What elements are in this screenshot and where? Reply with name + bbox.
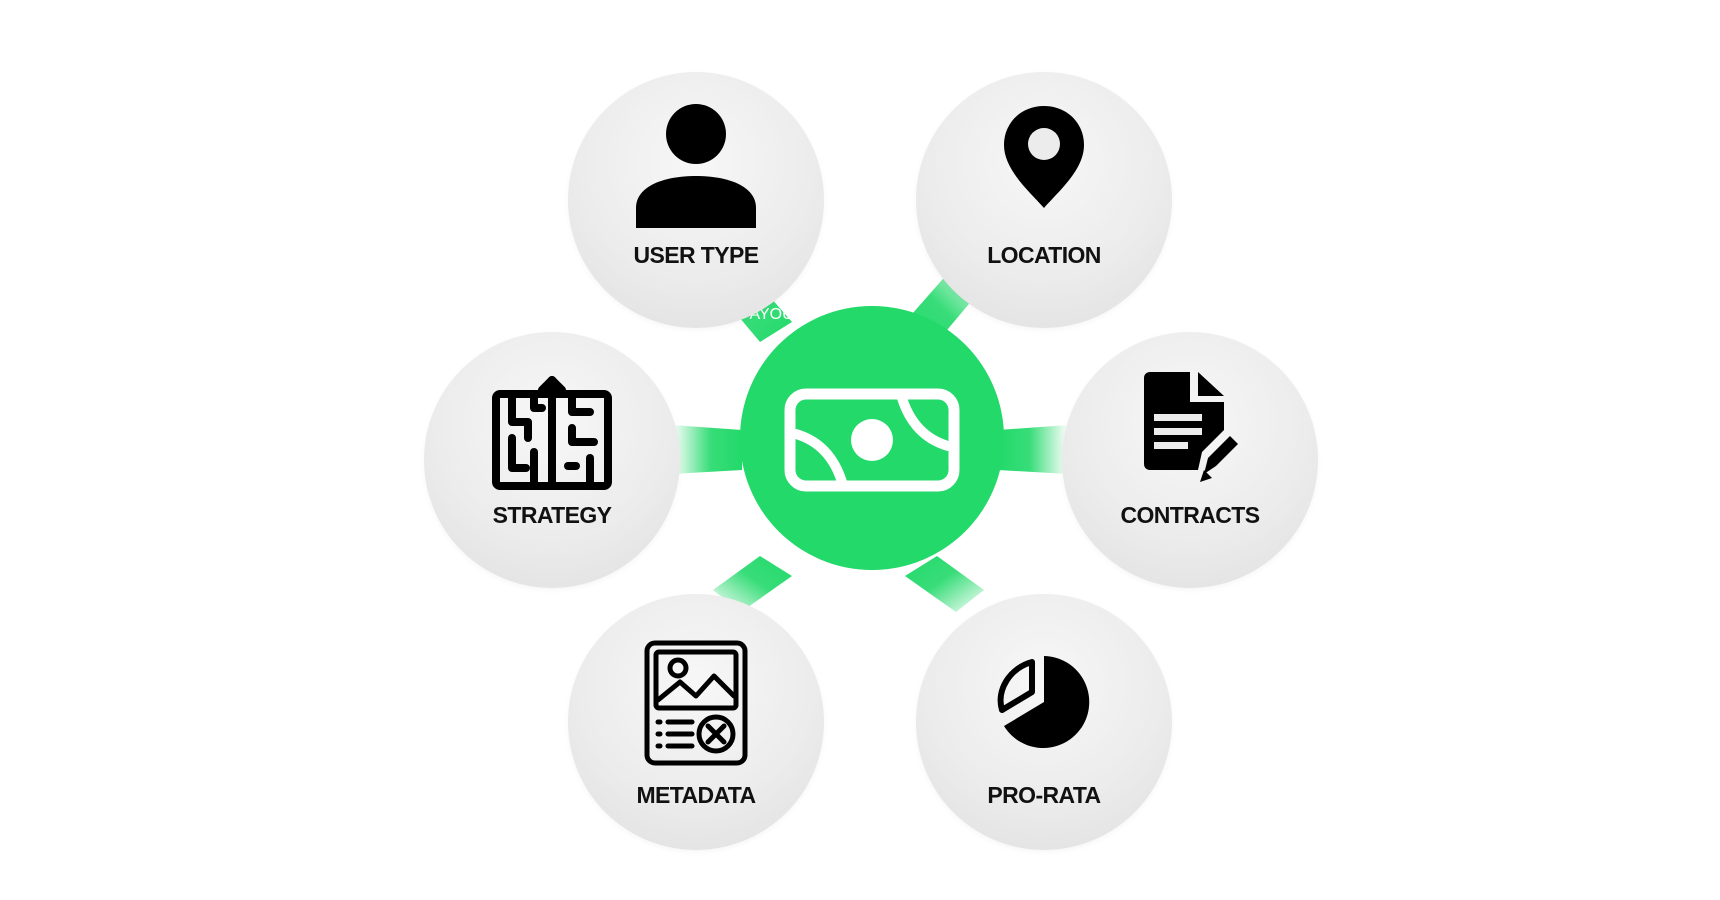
maze-arrow-icon — [492, 376, 612, 490]
connector-contracts — [998, 425, 1068, 474]
node-metadata: METADATA — [568, 594, 824, 850]
node-location: LOCATION — [916, 72, 1172, 328]
node-label-pro-rata: PRO-RATA — [987, 782, 1101, 808]
node-contracts: CONTRACTS — [1062, 332, 1318, 588]
payouts-hub: PAYOUTS — [740, 306, 1004, 570]
image-list-icon — [644, 640, 748, 766]
node-label-location: LOCATION — [987, 242, 1101, 268]
connector-strategy — [672, 425, 742, 474]
node-strategy: STRATEGY — [424, 332, 680, 588]
connector-pro-rata — [905, 556, 984, 612]
node-label-user-type: USER TYPE — [633, 242, 760, 268]
document-edit-icon — [1144, 372, 1238, 482]
user-icon — [636, 104, 756, 228]
node-user-type: USER TYPE — [568, 72, 824, 328]
node-label-metadata: METADATA — [636, 782, 756, 808]
node-pro-rata: PRO-RATA — [916, 594, 1172, 850]
node-label-strategy: STRATEGY — [492, 502, 612, 528]
node-label-contracts: CONTRACTS — [1120, 502, 1261, 528]
pie-chart-icon — [997, 656, 1090, 748]
connector-metadata — [713, 556, 792, 612]
map-pin-icon — [1004, 106, 1084, 208]
hub-label: PAYOUTS — [740, 306, 815, 323]
banknote-icon — [784, 388, 960, 492]
